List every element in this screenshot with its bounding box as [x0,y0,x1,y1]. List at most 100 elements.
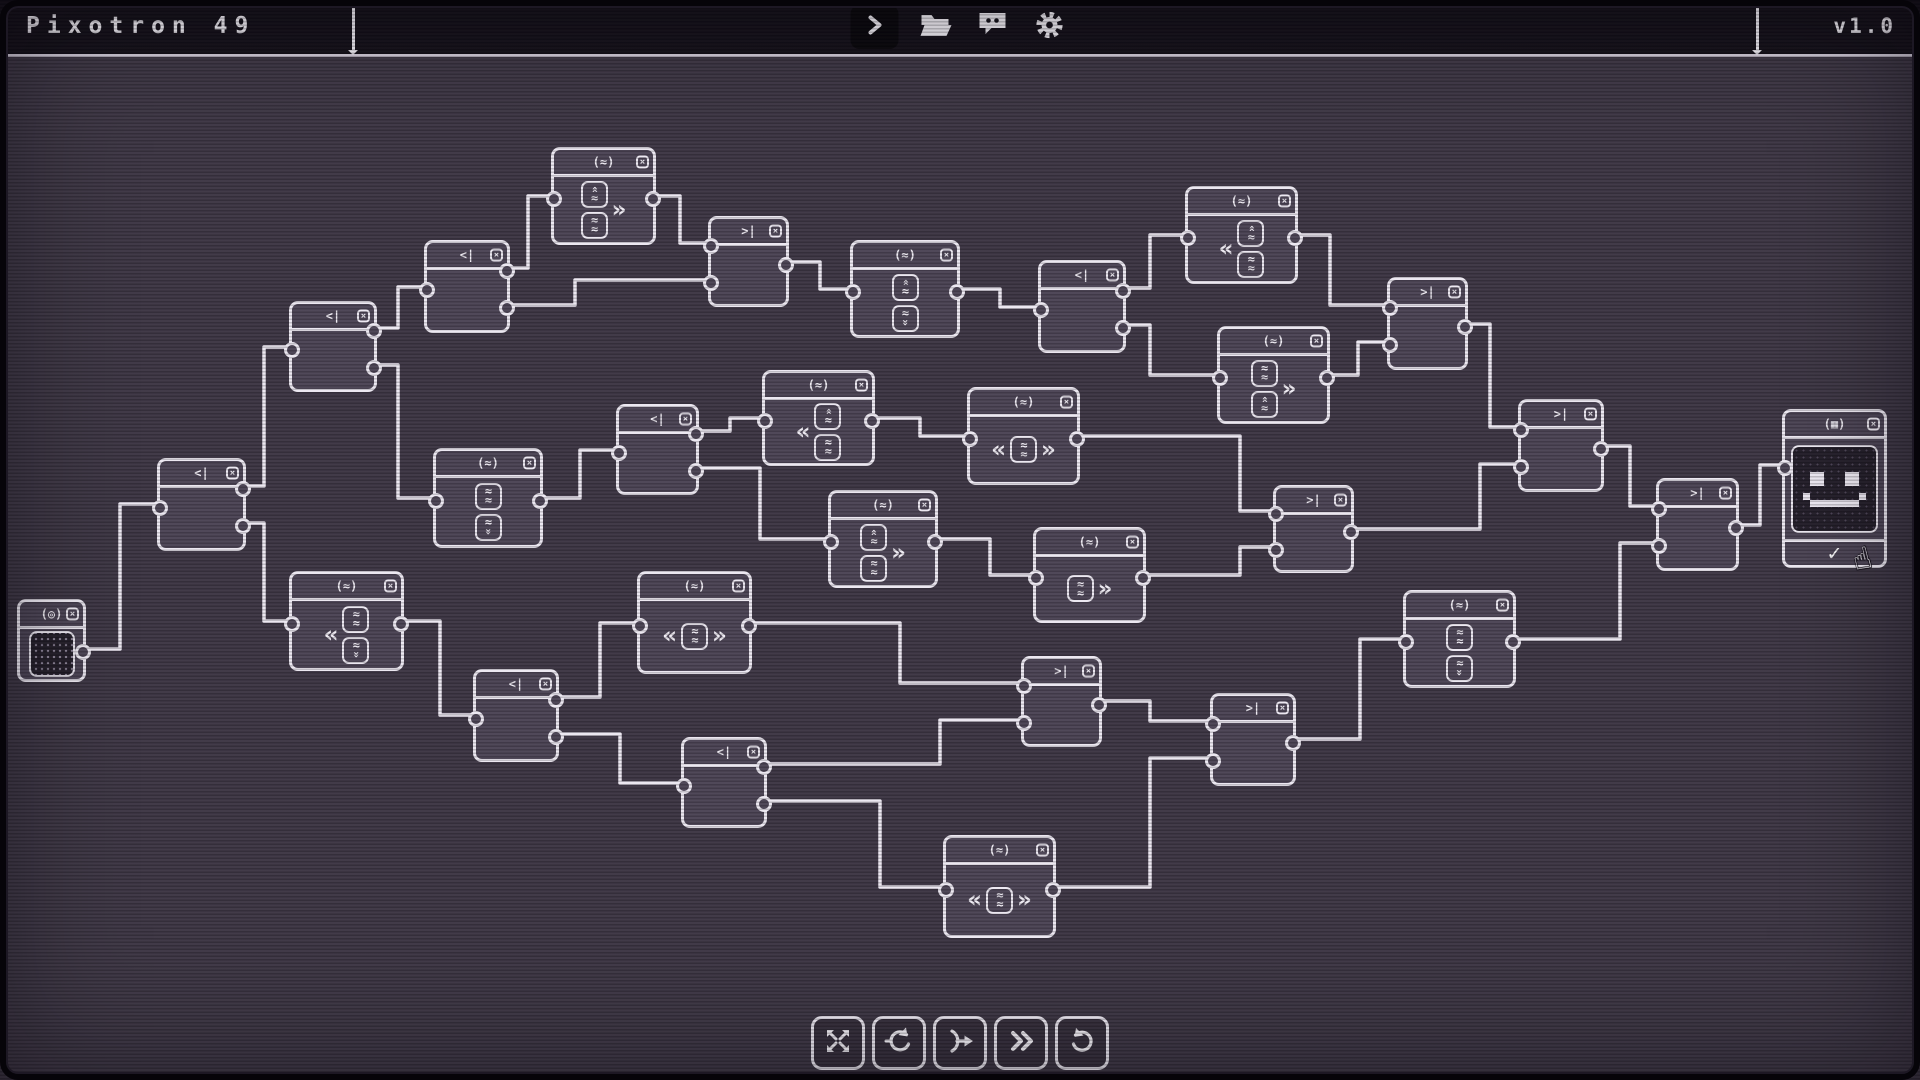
port[interactable] [962,431,978,447]
port[interactable] [1268,506,1284,522]
node-close-icon[interactable]: × [1276,701,1289,715]
node-pE[interactable]: (≈)×«»≈≈≈ [757,370,880,466]
node-close-icon[interactable]: × [855,378,868,392]
port[interactable] [1285,735,1301,751]
node-close-icon[interactable]: × [66,607,79,621]
node-close-icon[interactable]: × [1584,407,1597,421]
node-close-icon[interactable]: × [732,579,745,593]
port[interactable] [949,284,965,300]
port[interactable] [235,481,251,497]
node-pK[interactable]: (≈)×«≈≈» [632,571,757,674]
node-pD[interactable]: (≈)×≈≈»≈» [1212,326,1335,424]
node-m7[interactable]: >|× [1205,693,1301,786]
port[interactable] [1115,283,1131,299]
port[interactable] [428,493,444,509]
node-close-icon[interactable]: × [747,745,760,759]
port[interactable] [1045,882,1061,898]
node-close-icon[interactable]: × [1448,285,1461,299]
port[interactable] [499,263,515,279]
fast-forward-button[interactable] [994,1016,1048,1070]
port[interactable] [548,729,564,745]
port[interactable] [468,711,484,727]
port[interactable] [927,534,943,550]
node-close-icon[interactable]: × [1310,334,1323,348]
node-pA[interactable]: (≈)×»≈≈≈» [546,147,661,245]
port[interactable] [756,796,772,812]
node-close-icon[interactable]: × [490,248,503,262]
port[interactable] [1115,320,1131,336]
node-target[interactable]: (▦)×✓ [1777,409,1887,568]
node-close-icon[interactable]: × [1082,664,1095,678]
node-close-icon[interactable]: × [226,466,239,480]
port[interactable] [938,882,954,898]
node-m6[interactable]: >|× [1016,656,1107,747]
port[interactable] [778,257,794,273]
node-close-icon[interactable]: × [384,579,397,593]
node-pJ[interactable]: (≈)×«≈≈≈» [284,571,409,671]
port[interactable] [1091,697,1107,713]
center-view-button[interactable] [811,1016,865,1070]
port[interactable] [1069,431,1085,447]
node-close-icon[interactable]: × [357,309,370,323]
port[interactable] [632,618,648,634]
port[interactable] [676,778,692,794]
node-pH[interactable]: (≈)×»≈≈≈» [823,490,943,588]
node-m4[interactable]: >|× [1651,478,1744,571]
port[interactable] [688,426,704,442]
port[interactable] [1382,337,1398,353]
port[interactable] [1033,302,1049,318]
node-pF[interactable]: (≈)×«≈≈» [962,387,1085,485]
port[interactable] [284,616,300,632]
port[interactable] [1513,422,1529,438]
node-sp2[interactable]: <|× [284,301,382,392]
port[interactable] [864,413,880,429]
node-pC[interactable]: (≈)×«»≈≈≈ [1180,186,1303,284]
node-close-icon[interactable]: × [1719,486,1732,500]
node-sp3[interactable]: <|× [419,240,515,333]
port[interactable] [703,238,719,254]
port[interactable] [1398,634,1414,650]
undo-button[interactable] [1055,1016,1109,1070]
port[interactable] [645,191,661,207]
port[interactable] [703,275,719,291]
port[interactable] [1593,441,1609,457]
port[interactable] [393,616,409,632]
port[interactable] [1287,230,1303,246]
settings-button[interactable] [1030,5,1070,49]
port[interactable] [75,644,91,660]
node-close-icon[interactable]: × [918,498,931,512]
port[interactable] [1457,319,1473,335]
port[interactable] [1205,753,1221,769]
port[interactable] [1180,230,1196,246]
port[interactable] [1135,570,1151,586]
node-m1[interactable]: >|× [703,216,794,307]
port[interactable] [741,618,757,634]
port[interactable] [1728,520,1744,536]
port[interactable] [1382,300,1398,316]
port[interactable] [546,191,562,207]
port[interactable] [1016,715,1032,731]
node-close-icon[interactable]: × [940,248,953,262]
port[interactable] [1343,524,1359,540]
folder-button[interactable] [916,5,956,49]
node-pL[interactable]: (≈)×≈≈≈» [1398,590,1521,688]
port[interactable] [1268,542,1284,558]
port[interactable] [1028,570,1044,586]
node-close-icon[interactable]: × [1060,395,1073,409]
node-sp5[interactable]: <|× [611,404,704,495]
port[interactable] [1651,538,1667,554]
check-button[interactable]: ✓ [1785,539,1884,565]
port[interactable] [1212,370,1228,386]
node-close-icon[interactable]: × [523,456,536,470]
port[interactable] [284,342,300,358]
port[interactable] [366,360,382,376]
port[interactable] [532,493,548,509]
node-sp6[interactable]: <|× [468,669,564,762]
port[interactable] [1513,459,1529,475]
play-button[interactable] [850,5,899,49]
node-close-icon[interactable]: × [539,677,552,691]
port[interactable] [1777,460,1793,476]
node-close-icon[interactable]: × [636,155,649,169]
step-button[interactable] [933,1016,987,1070]
port[interactable] [757,413,773,429]
